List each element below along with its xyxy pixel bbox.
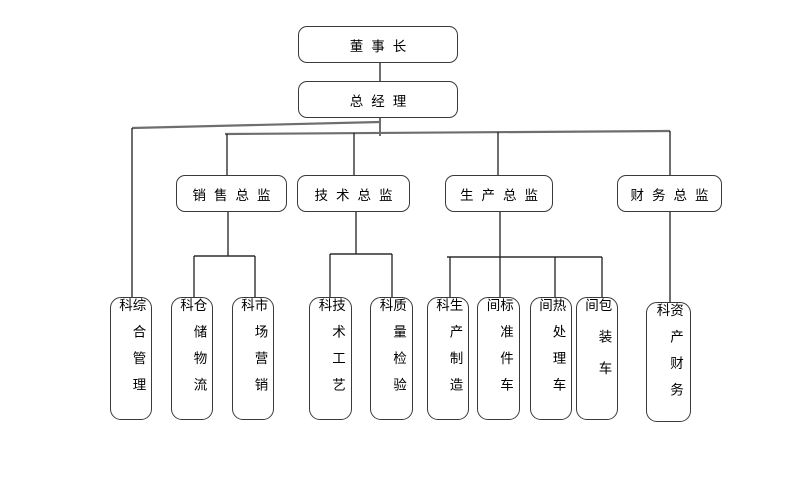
node-dept-label: 热处理车间 [537,298,566,404]
node-chairman-label: 董事长 [349,38,415,54]
node-dept-label: 仓储物流科 [178,298,207,404]
node-general-manager-label: 总经理 [349,93,415,109]
node-dept-label: 综合管理科 [117,298,146,404]
node-chairman: 董事长 [298,26,458,63]
node-dept-marketing: 市场营销科 [232,297,274,420]
node-sales-director: 销售总监 [176,175,287,212]
node-sales-director-label: 销售总监 [192,187,279,203]
node-finance-director: 财务总监 [617,175,722,212]
node-dept-heat-treatment-workshop: 热处理车间 [530,297,572,420]
node-tech-director-label: 技术总监 [314,187,401,203]
connector [224,129,671,136]
node-production-director: 生产总监 [445,175,553,212]
node-dept-asset-finance: 资产财务科 [646,302,691,422]
node-dept-general-management: 综合管理科 [110,297,152,420]
node-dept-tech-process: 技术工艺科 [309,297,352,420]
node-dept-label: 标准件车间 [484,298,514,404]
node-dept-quality-inspection: 质量检验科 [370,297,413,420]
node-dept-label: 质量检验科 [377,298,407,404]
node-general-manager: 总经理 [298,81,458,118]
node-tech-director: 技术总监 [297,175,410,212]
node-dept-label: 资产财务科 [654,303,684,409]
node-finance-director-label: 财务总监 [630,187,717,203]
node-dept-label: 生产制造科 [434,298,463,404]
node-production-director-label: 生产总监 [460,187,546,203]
node-dept-standard-parts-workshop: 标准件车间 [477,297,520,420]
node-dept-label: 技术工艺科 [316,298,346,404]
node-dept-label: 市场营销科 [239,298,268,404]
node-dept-warehouse-logistics: 仓储物流科 [171,297,213,420]
node-dept-production-manufacturing: 生产制造科 [427,297,469,420]
node-dept-label: 包装车间 [583,298,612,393]
node-dept-packaging-workshop: 包装车间 [576,297,618,420]
connector [131,120,381,130]
